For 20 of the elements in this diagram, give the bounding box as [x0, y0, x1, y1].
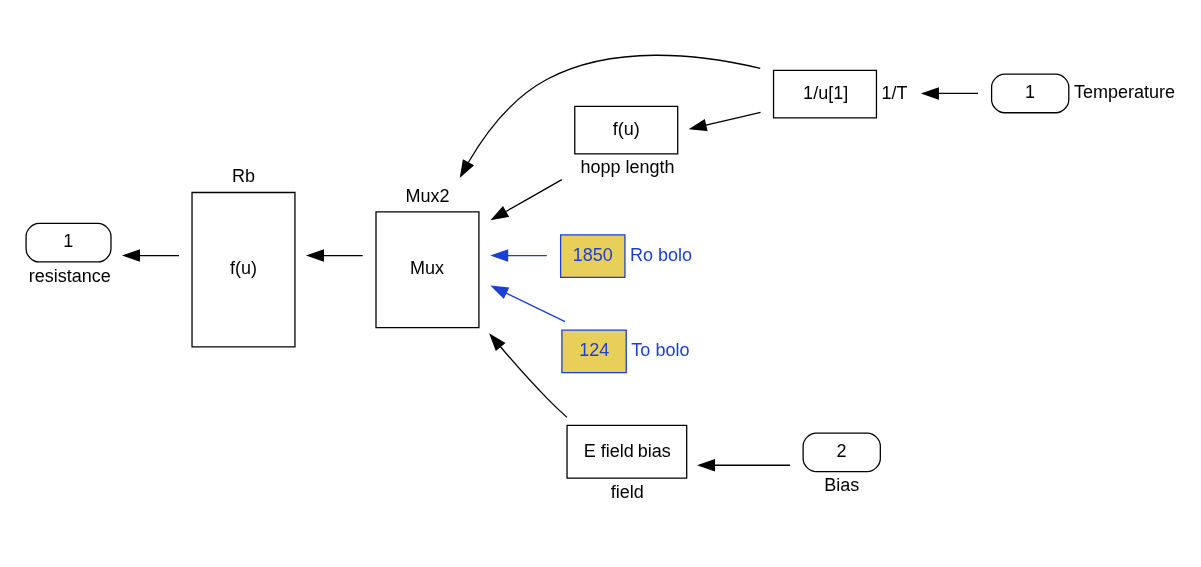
node-label: To bolo [631, 339, 690, 360]
node-label: resistance [28, 265, 111, 286]
arrow [459, 54, 761, 178]
node-label: field [610, 481, 644, 502]
node-label: Mux2 [405, 185, 450, 206]
arrow [688, 111, 762, 131]
arrow [490, 284, 566, 322]
arrow [920, 86, 979, 100]
node-label: Ro bolo [630, 244, 693, 265]
arrow [697, 458, 791, 472]
node-label: Temperature [1073, 81, 1175, 102]
node-label: 1/T [881, 82, 908, 103]
node-label: Bias [824, 474, 860, 495]
arrow [121, 248, 180, 262]
arrow [305, 248, 364, 262]
arrow [489, 332, 568, 418]
arrow [490, 248, 548, 262]
arrow [490, 178, 563, 220]
node-label: hopp length [580, 156, 675, 177]
node-label: Rb [231, 165, 255, 186]
